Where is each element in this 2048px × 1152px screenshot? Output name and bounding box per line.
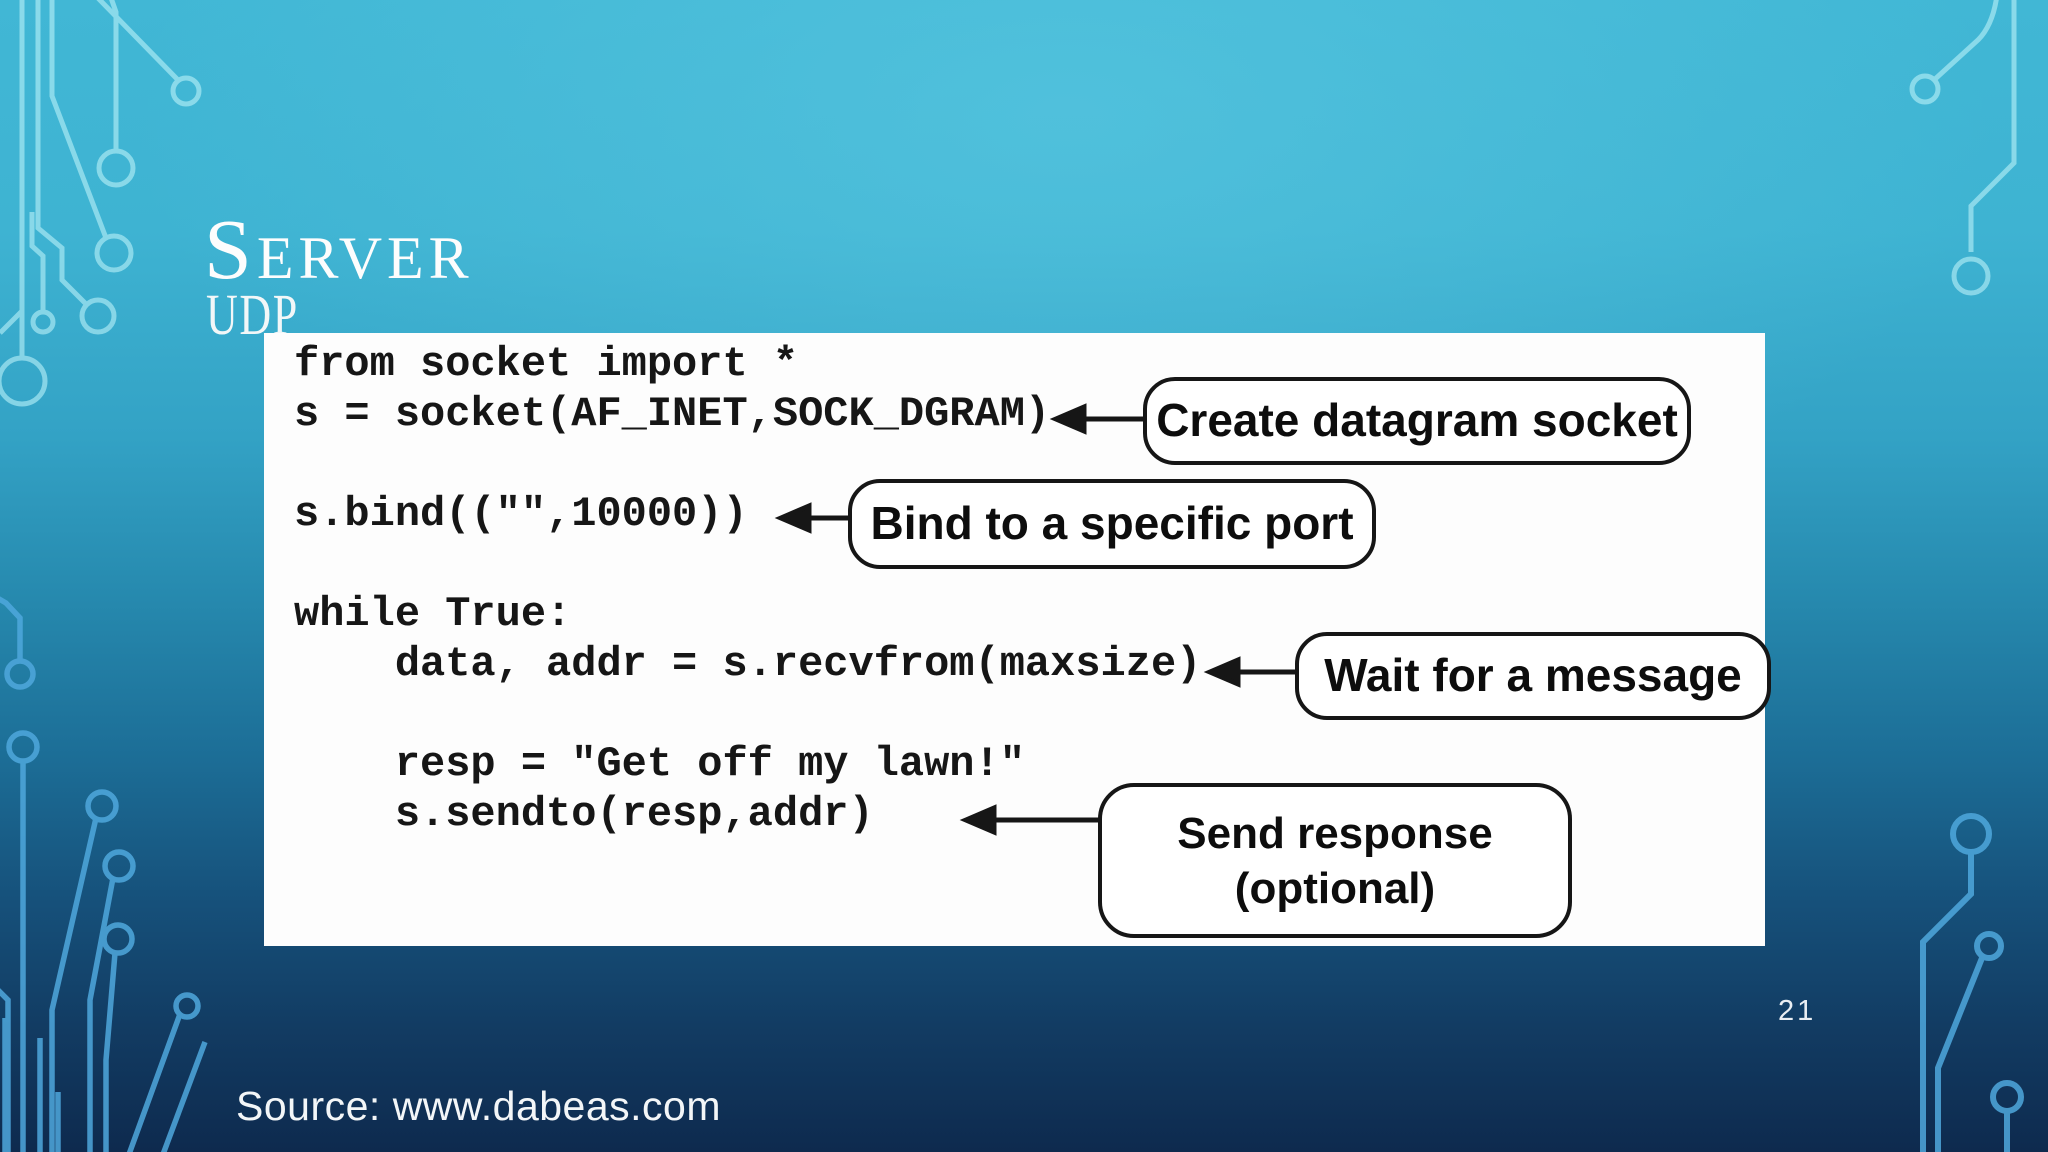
- circuit-decoration-bottom-left: [0, 596, 208, 1152]
- callout-label: Send response (optional): [1177, 808, 1493, 913]
- source-text: Source: www.dabeas.com: [236, 1083, 722, 1129]
- circuit-decoration-bottom-right: [1920, 813, 2024, 1152]
- callout-bind-specific-port: Bind to a specific port: [848, 479, 1376, 569]
- callout-label: Create datagram socket: [1156, 394, 1678, 447]
- circuit-decoration-top-right: [1909, 0, 2017, 296]
- slide-title: Server: [204, 200, 474, 297]
- circuit-decoration-top-left: [0, 0, 202, 407]
- callout-label: Bind to a specific port: [870, 497, 1354, 550]
- callout-label: Wait for a message: [1324, 649, 1742, 702]
- callout-wait-for-message: Wait for a message: [1295, 632, 1771, 720]
- code-block: from socket import * s = socket(AF_INET,…: [294, 340, 1202, 838]
- callout-create-datagram-socket: Create datagram socket: [1143, 377, 1691, 465]
- page-number: 21: [1778, 995, 1817, 1027]
- callout-send-response-optional: Send response (optional): [1098, 783, 1572, 938]
